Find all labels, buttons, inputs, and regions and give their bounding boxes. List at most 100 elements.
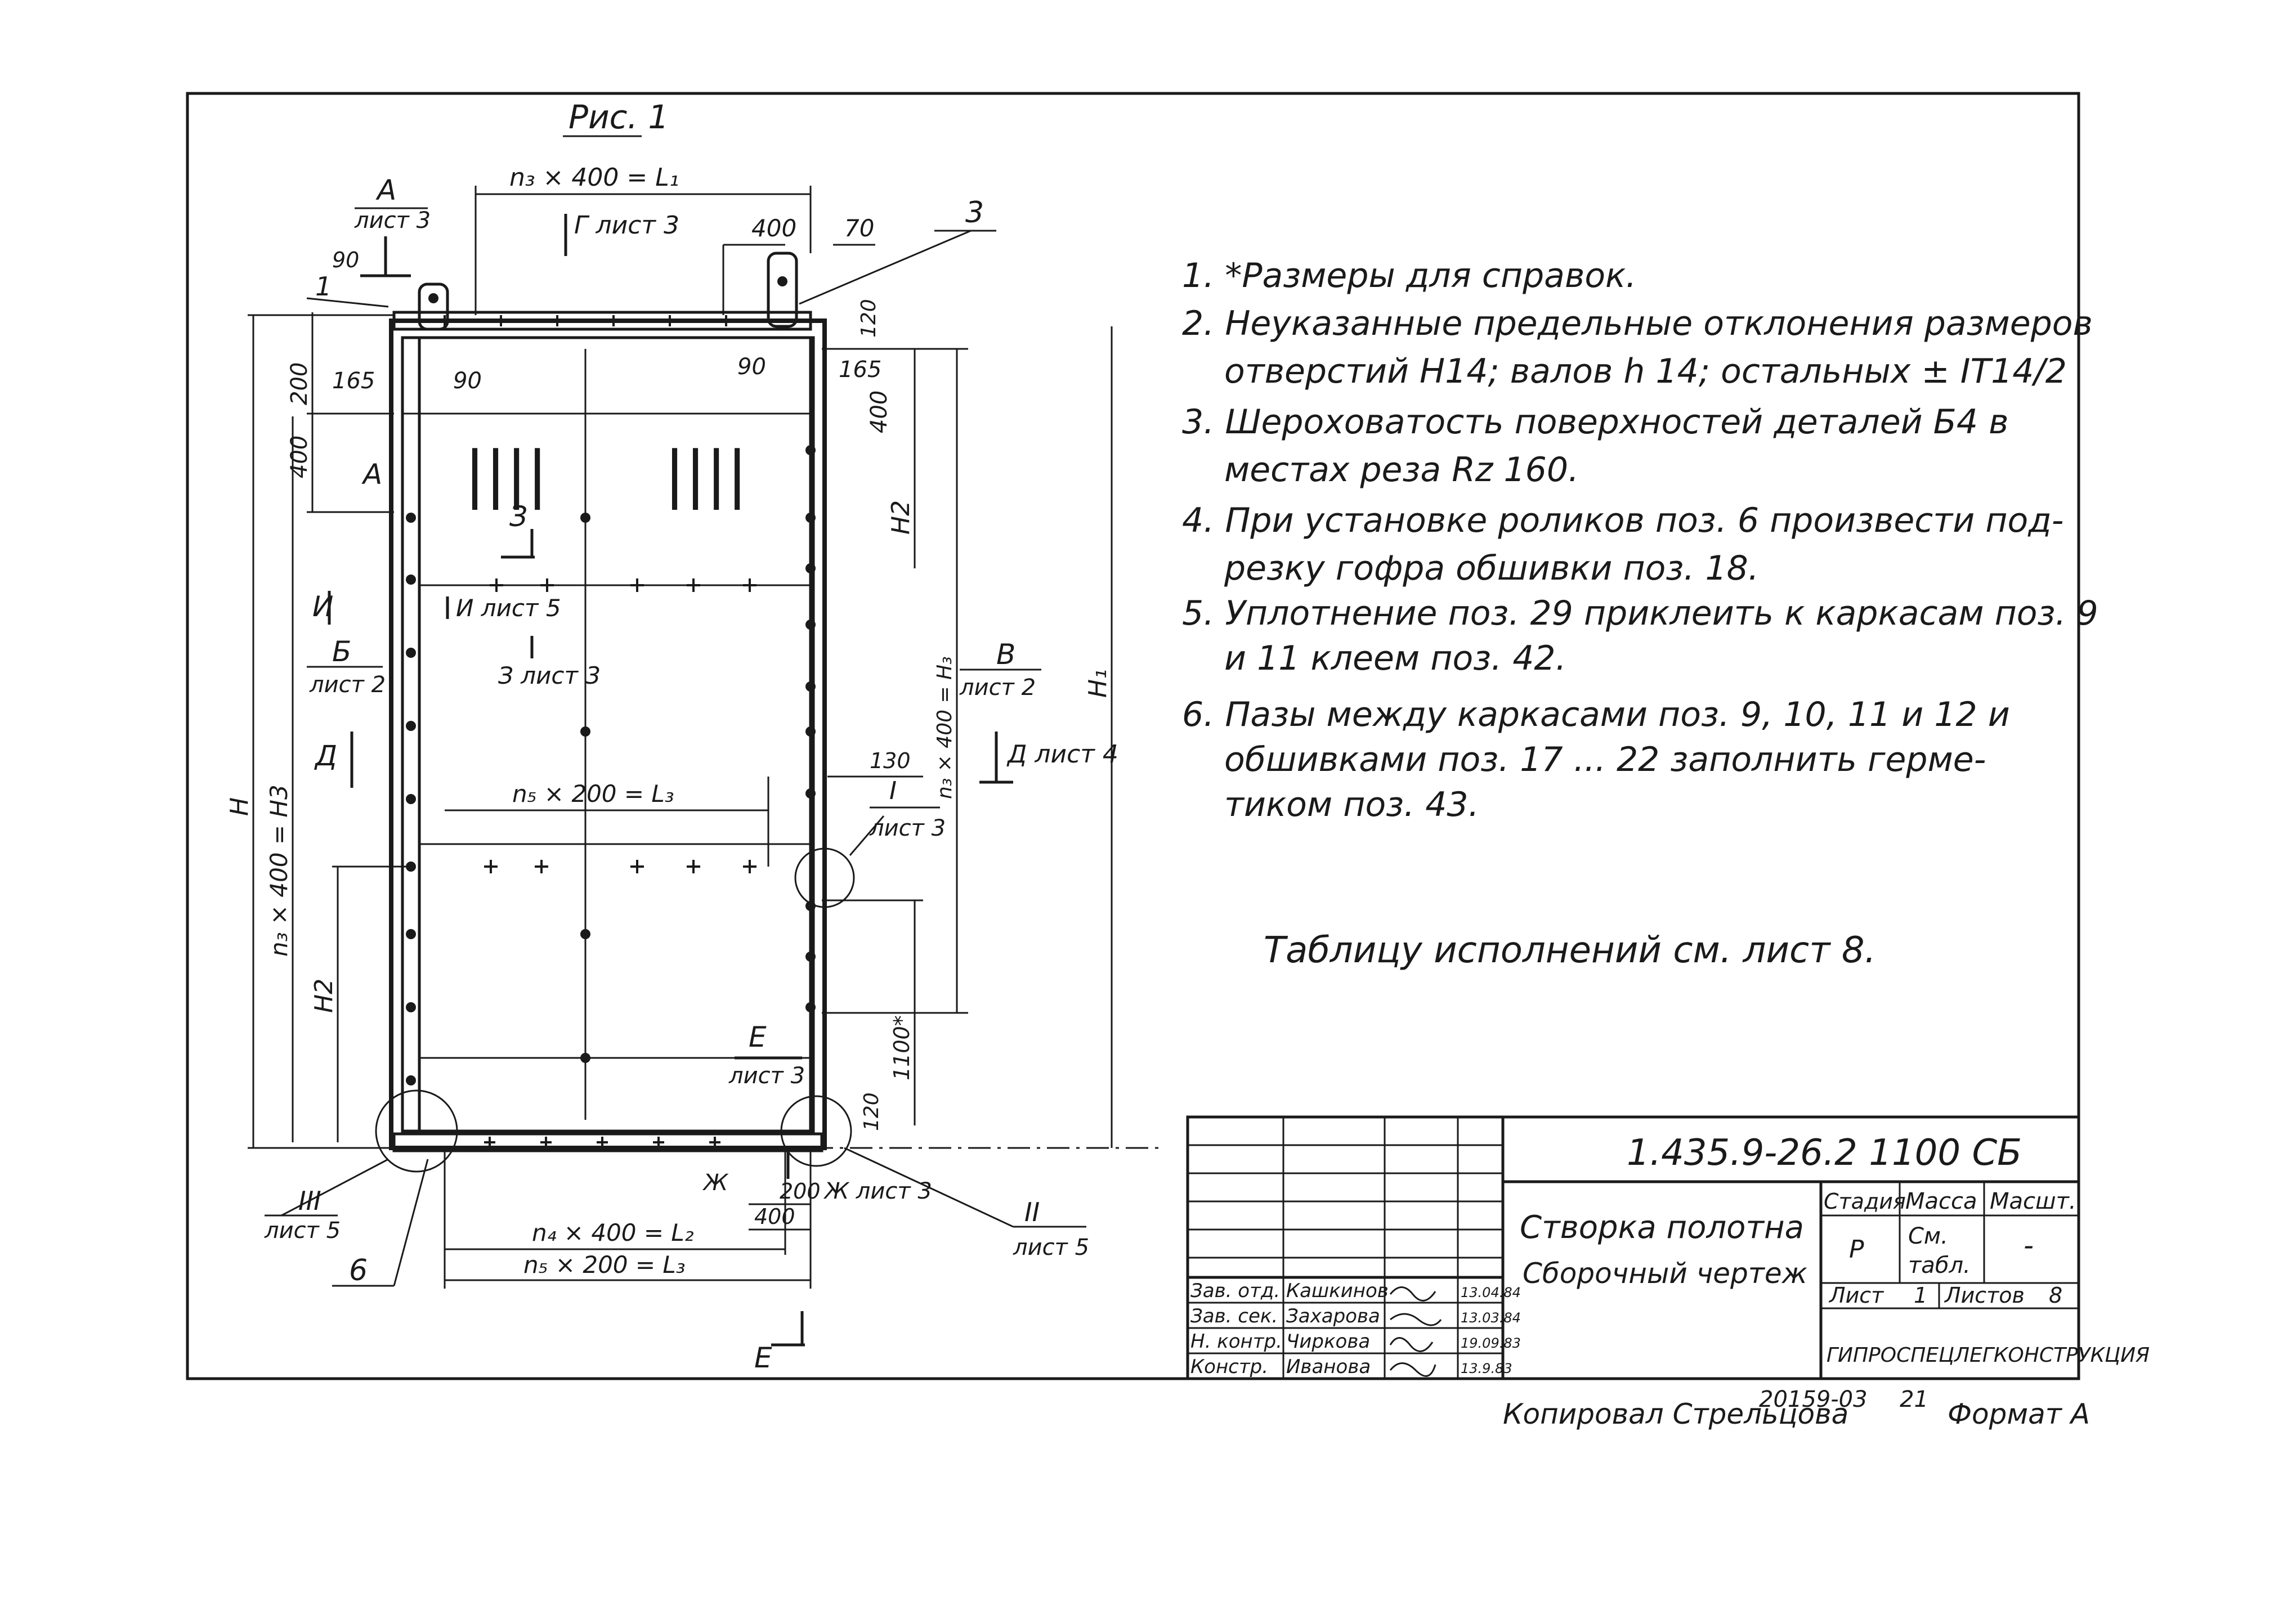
sig-role-0: Зав. отд. <box>1190 1280 1280 1302</box>
dim-400-right: 400 <box>866 391 892 433</box>
footer-copied: Копировал Стрельцова <box>1503 1398 1848 1430</box>
title-line2: Сборочный чертеж <box>1523 1257 1807 1290</box>
note-4a: 4. При установке роликов поз. 6 произвес… <box>1182 501 2063 540</box>
note-3b: местах реза Rz 160. <box>1224 450 1579 490</box>
sig-name-3: Иванова <box>1286 1356 1371 1378</box>
dim-top-width: n₃ × 400 = L₁ <box>509 163 679 192</box>
view-g: Г лист 3 <box>574 211 679 240</box>
callout-pos1: 1 <box>315 271 332 302</box>
rivets-right <box>805 445 816 1012</box>
dim-h2-top: H2 <box>887 500 915 535</box>
footer-format: Формат А <box>1948 1398 2090 1430</box>
title-line1: Створка полотна <box>1520 1209 1804 1246</box>
view-v-sheet: лист 2 <box>959 675 1036 701</box>
dim-400-bottom: 400 <box>754 1204 795 1229</box>
roller-top-left <box>418 282 449 331</box>
dim-90-right: 90 <box>737 354 766 380</box>
view-e-bottom: Е <box>754 1342 772 1374</box>
section-I-sheet: лист 3 <box>869 815 946 841</box>
rivets-mid <box>580 513 590 1063</box>
note-6c: тиком поз. 43. <box>1224 785 1479 824</box>
doc-code: 1.435.9-26.2 1100 СБ <box>1627 1132 2022 1174</box>
roller-top-right <box>767 252 798 328</box>
dim-120-top: 120 <box>857 299 880 338</box>
callout-pos6: 6 <box>349 1254 368 1287</box>
section-III-sheet: лист 5 <box>264 1218 341 1244</box>
dim-70-top: 70 <box>844 214 874 242</box>
sig-name-1: Захарова <box>1286 1305 1380 1327</box>
note-2b: отверстий H14; валов h 14; остальных ± I… <box>1224 352 2067 391</box>
footer-inventory: 20159-03 <box>1759 1387 1868 1412</box>
drawing-area: Рис. 1 |||| |||| <box>248 98 1160 1347</box>
view-a2: А <box>361 458 382 491</box>
view-e-sheet: лист 3 <box>728 1063 805 1089</box>
plus-markers <box>439 315 756 1148</box>
dim-165-right: 165 <box>839 357 881 383</box>
sig-role-1: Зав. сек. <box>1190 1305 1278 1327</box>
note-6a: 6. Пазы между каркасами поз. 9, 10, 11 и… <box>1182 695 2010 734</box>
sig-role-3: Констр. <box>1190 1356 1268 1378</box>
sig-date-1: 13.03.84 <box>1461 1310 1521 1326</box>
callout-pos3: 3 <box>965 196 984 230</box>
view-a-letter: А <box>375 174 396 207</box>
section-I: I <box>889 777 897 805</box>
view-v-letter: В <box>996 638 1015 671</box>
top-rail <box>392 311 812 331</box>
dim-90-left2: 90 <box>453 368 482 394</box>
sig-date-0: 13.04.84 <box>1461 1285 1521 1300</box>
org-name: ГИПРОСПЕЦЛЕГКОНСТРУКЦИЯ <box>1827 1344 2150 1367</box>
view-e-letter: Е <box>749 1021 767 1053</box>
view-b-sheet: лист 2 <box>309 672 386 698</box>
note-1: 1. *Размеры для справок. <box>1182 256 1636 295</box>
note-2a: 2. Неуказанные предельные отклонения раз… <box>1182 304 2093 343</box>
sheets-total: 8 <box>2049 1283 2062 1308</box>
view-d-sheet: Д лист 4 <box>1006 740 1118 769</box>
view-zh: Ж <box>702 1170 729 1196</box>
view-z-num: З <box>509 500 527 533</box>
hdr-mass: Масса <box>1905 1188 1977 1214</box>
section-II: II <box>1024 1197 1040 1227</box>
detail-circle-II <box>780 1095 852 1167</box>
dimension-lines <box>248 186 1160 1289</box>
signature-scribbles <box>1389 1286 1442 1377</box>
view-d: Д <box>314 739 337 772</box>
hatch-left: |||| <box>464 438 548 510</box>
dim-200-left: 200 <box>287 362 312 405</box>
dim-90-left: 90 <box>332 248 359 272</box>
note-6b: обшивками поз. 17 ... 22 заполнить герме… <box>1224 740 1986 779</box>
sig-date-2: 19.09.83 <box>1461 1335 1521 1351</box>
view-i: И <box>312 590 333 623</box>
dim-bottom-width2: n₅ × 200 = L₃ <box>523 1251 686 1278</box>
dim-h3-right: n₃ × 400 = H₃ <box>933 656 956 799</box>
dim-130: 130 <box>870 748 911 773</box>
hatch-right: |||| <box>664 438 747 510</box>
view-b-letter: Б <box>332 635 351 668</box>
mass-line2: табл. <box>1908 1253 1971 1278</box>
dim-400-left: 400 <box>287 436 312 478</box>
note-4b: резку гофра обшивки поз. 18. <box>1224 549 1759 588</box>
view-zh-sheet: Ж лист 3 <box>823 1178 932 1204</box>
footer-page: 21 <box>1900 1387 1928 1412</box>
mass-line1: См. <box>1908 1223 1948 1249</box>
section-arrows <box>328 214 1013 1347</box>
section-III: III <box>298 1186 321 1216</box>
dim-200-bottom: 200 <box>780 1179 821 1204</box>
table-note: Таблицу исполнений см. лист 8. <box>1264 930 1876 971</box>
callout-labels: 1 3 6 А лист 3 Г лист 3 А З З лист 3 И И… <box>264 174 1118 1374</box>
detail-circle-I <box>794 847 855 908</box>
sheet-label: Лист <box>1828 1283 1884 1308</box>
view-i-sheet: И лист 5 <box>456 594 561 622</box>
dim-h2-bottom: H2 <box>310 979 338 1013</box>
sig-name-0: Кашкинов <box>1286 1280 1389 1302</box>
sheets-label: Листов <box>1944 1283 2025 1308</box>
sig-date-3: 13.9.83 <box>1461 1361 1512 1376</box>
sig-role-2: Н. контр. <box>1190 1330 1282 1353</box>
stage-value: Р <box>1849 1235 1864 1264</box>
detail-circle-III <box>375 1089 458 1173</box>
title-block: 1.435.9-26.2 1100 СБ Створка полотна Сбо… <box>1186 1115 2150 1380</box>
dim-h3-left: n₃ × 400 = H3 <box>265 784 293 957</box>
dim-mid-width: n₅ × 200 = L₃ <box>512 780 674 807</box>
dim-bottom-width1: n₄ × 400 = L₂ <box>532 1219 694 1246</box>
note-5a: 5. Уплотнение поз. 29 приклеить к каркас… <box>1182 594 2098 633</box>
